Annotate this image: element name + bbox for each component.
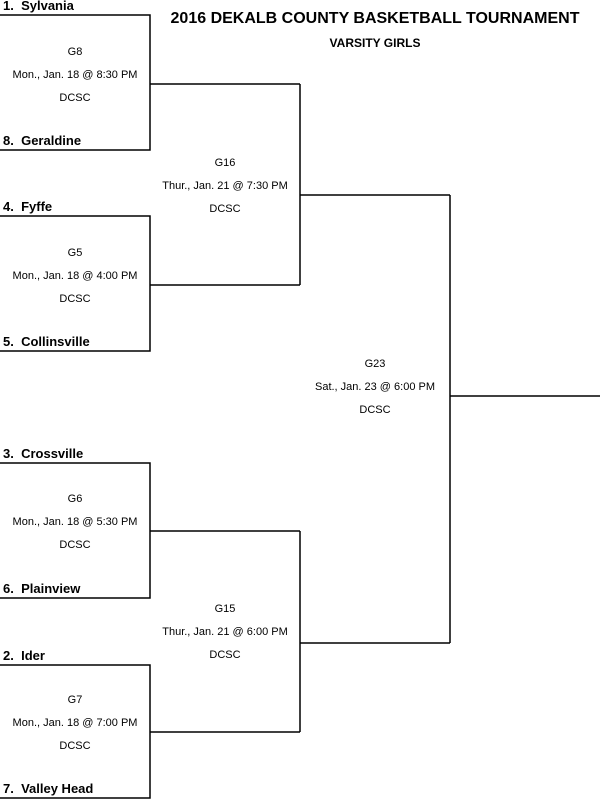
team-seed: 4. — [3, 199, 14, 214]
team-slot-8: 8. Geraldine — [3, 133, 81, 148]
team-slot-3: 3. Crossville — [3, 446, 83, 461]
team-slot-2: 2. Ider — [3, 648, 45, 663]
game-venue: DCSC — [209, 649, 241, 661]
game-venue: DCSC — [209, 203, 241, 215]
team-seed: 1. — [3, 0, 14, 13]
game-info-g6: G6 Mon., Jan. 18 @ 5:30 PM DCSC — [0, 488, 150, 557]
bracket-line-g15 — [299, 531, 450, 732]
game-time: Mon., Jan. 18 @ 8:30 PM — [12, 69, 138, 81]
game-id: G16 — [214, 157, 236, 169]
game-venue: DCSC — [59, 92, 91, 104]
game-id: G6 — [67, 493, 83, 505]
game-id: G15 — [214, 603, 236, 615]
game-info-g16: G16 Thur., Jan. 21 @ 7:30 PM DCSC — [150, 152, 300, 221]
team-name: Crossville — [21, 446, 84, 461]
bracket-line-g5 — [0, 215, 300, 352]
game-info-g15: G15 Thur., Jan. 21 @ 6:00 PM DCSC — [150, 598, 300, 667]
team-name: Ider — [21, 648, 45, 663]
game-info-g7: G7 Mon., Jan. 18 @ 7:00 PM DCSC — [0, 689, 150, 758]
game-id: G8 — [67, 46, 83, 58]
team-slot-6: 6. Plainview — [3, 581, 80, 596]
team-name: Sylvania — [21, 0, 74, 13]
team-seed: 3. — [3, 446, 14, 461]
team-seed: 6. — [3, 581, 14, 596]
team-name: Geraldine — [21, 133, 82, 148]
game-venue: DCSC — [59, 740, 91, 752]
game-time: Sat., Jan. 23 @ 6:00 PM — [314, 381, 435, 393]
game-id: G23 — [364, 358, 386, 370]
game-venue: DCSC — [359, 404, 391, 416]
page-title: 2016 DEKALB COUNTY BASKETBALL TOURNAMENT — [170, 10, 580, 27]
game-info-g5: G5 Mon., Jan. 18 @ 4:00 PM DCSC — [0, 242, 150, 311]
game-venue: DCSC — [59, 293, 91, 305]
team-seed: 7. — [3, 781, 14, 796]
game-time: Thur., Jan. 21 @ 6:00 PM — [162, 626, 288, 638]
game-id: G7 — [67, 694, 83, 706]
page-subtitle: VARSITY GIRLS — [329, 36, 421, 50]
game-time: Mon., Jan. 18 @ 7:00 PM — [12, 717, 138, 729]
bracket-line-g23 — [449, 195, 600, 643]
team-slot-4: 4. Fyffe — [3, 199, 52, 214]
bracket-line-g8 — [0, 14, 300, 151]
bracket-line-g7 — [0, 664, 300, 799]
team-name: Plainview — [21, 581, 81, 596]
team-slot-5: 5. Collinsville — [3, 334, 90, 349]
game-time: Mon., Jan. 18 @ 5:30 PM — [12, 516, 138, 528]
team-seed: 5. — [3, 334, 14, 349]
game-time: Thur., Jan. 21 @ 7:30 PM — [162, 180, 288, 192]
bracket-line-g6 — [0, 462, 300, 599]
game-info-g8: G8 Mon., Jan. 18 @ 8:30 PM DCSC — [0, 41, 150, 110]
team-slot-1: 1. Sylvania — [3, 0, 74, 13]
team-seed: 8. — [3, 133, 14, 148]
bracket-line-g16 — [299, 84, 450, 285]
team-seed: 2. — [3, 648, 14, 663]
game-time: Mon., Jan. 18 @ 4:00 PM — [12, 270, 138, 282]
game-venue: DCSC — [59, 539, 91, 551]
team-slot-7: 7. Valley Head — [3, 781, 93, 796]
game-id: G5 — [67, 247, 83, 259]
team-name: Valley Head — [21, 781, 94, 796]
game-info-g23: G23 Sat., Jan. 23 @ 6:00 PM DCSC — [300, 353, 450, 422]
team-name: Collinsville — [21, 334, 90, 349]
team-name: Fyffe — [21, 199, 53, 214]
